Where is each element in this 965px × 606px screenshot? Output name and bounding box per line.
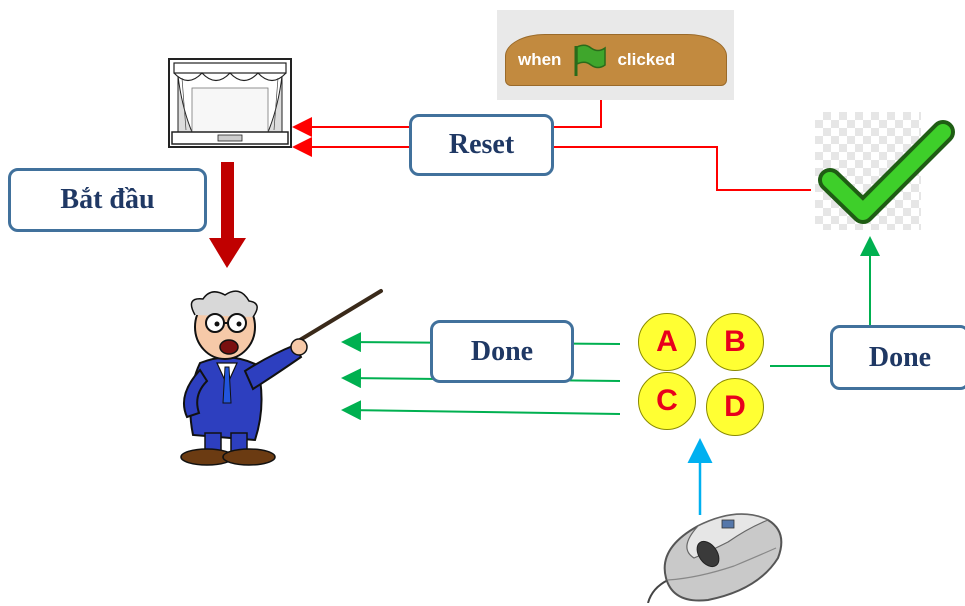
done-right-label: Done [830, 325, 965, 390]
choice-d-letter: D [724, 390, 746, 423]
start-label-text: Bắt đầu [60, 184, 155, 215]
teacher-pointing-icon [180, 289, 383, 466]
computer-mouse-icon [647, 513, 783, 603]
choice-c-letter: C [656, 384, 678, 417]
block-word-clicked: clicked [617, 50, 676, 69]
theater-stage-icon [168, 58, 292, 148]
choice-d-to-teacher-line [341, 400, 621, 421]
choice-b[interactable]: B [706, 313, 764, 371]
scratch-hat-block-panel: when clicked [497, 10, 734, 100]
choice-c[interactable]: C [638, 372, 696, 430]
done-left-label: Done [430, 320, 574, 383]
start-arrow-head [209, 238, 246, 268]
choice-b-letter: B [724, 325, 746, 358]
reset-label-text: Reset [448, 129, 515, 160]
start-arrow-shaft [221, 162, 234, 240]
start-label: Bắt đầu [8, 168, 207, 232]
when-flag-clicked-block[interactable]: when clicked [505, 34, 727, 86]
choice-d[interactable]: D [706, 378, 764, 436]
green-flag-icon [574, 44, 607, 76]
reset-label: Reset [409, 114, 554, 176]
done-right-label-text: Done [868, 341, 932, 373]
green-checkmark-icon [818, 120, 955, 224]
flag-to-stage-line [292, 90, 602, 137]
choice-a[interactable]: A [638, 313, 696, 371]
choice-a-letter: A [656, 325, 678, 358]
block-word-when: when [518, 50, 562, 69]
done-left-label-text: Done [470, 335, 534, 367]
